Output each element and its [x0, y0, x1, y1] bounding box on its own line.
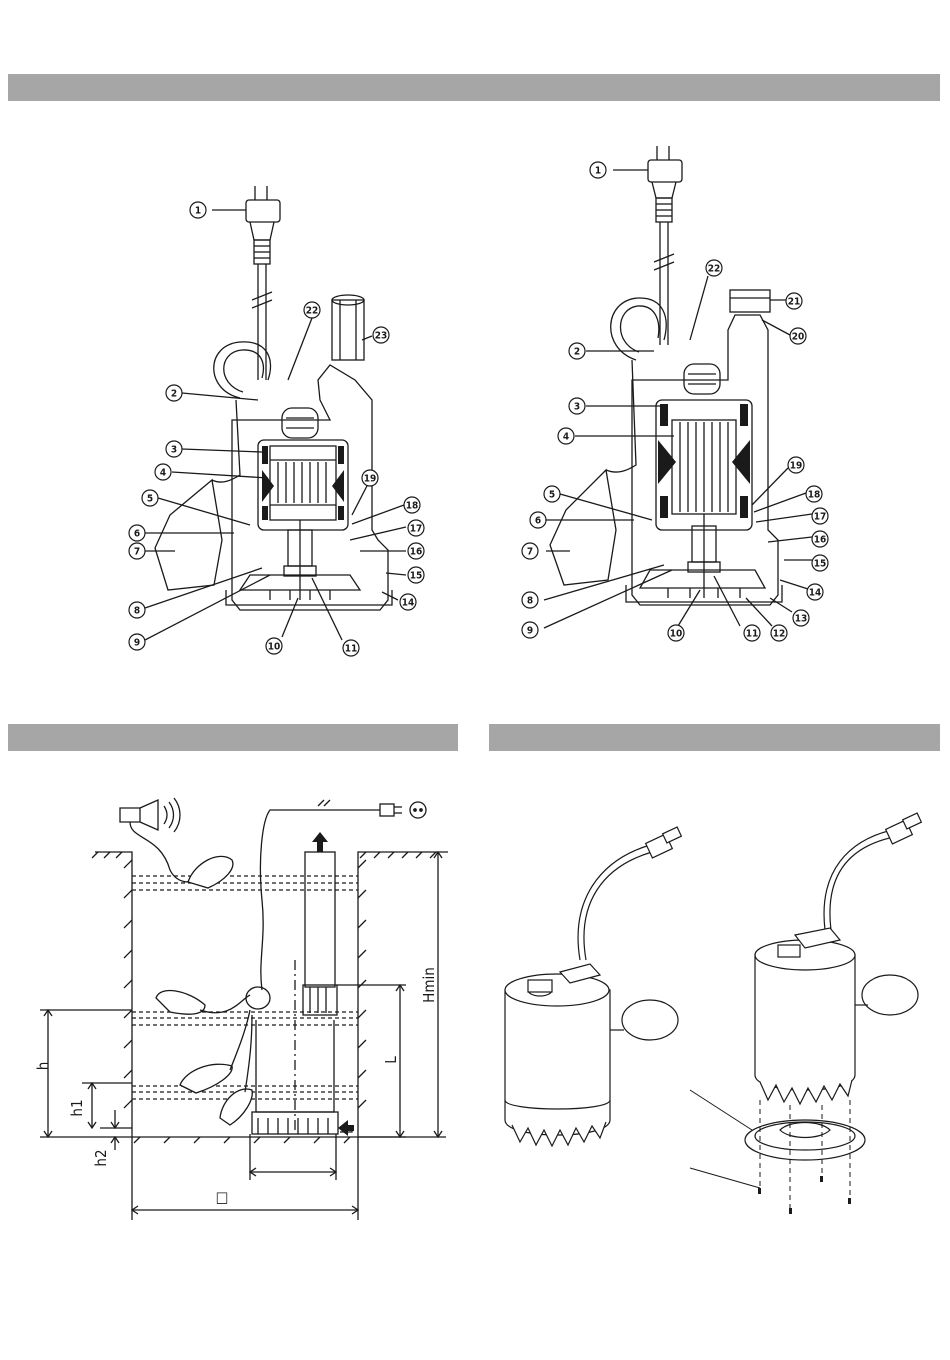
- figure-4-pump-perspective: [0, 0, 950, 1360]
